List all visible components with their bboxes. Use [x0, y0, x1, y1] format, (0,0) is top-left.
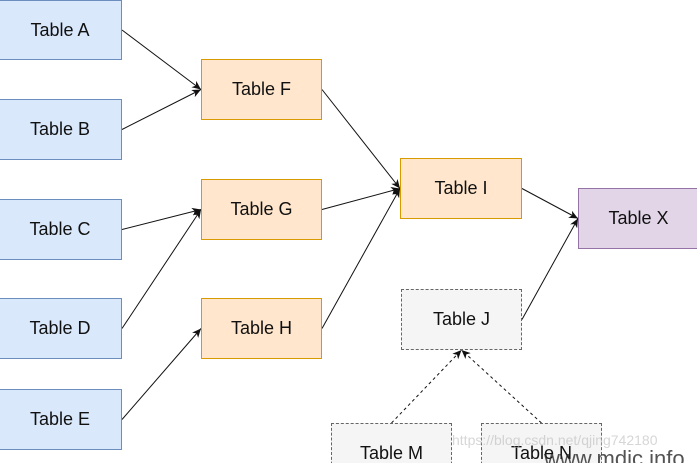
table-x-label: Table X	[608, 208, 669, 228]
table-n-label: Table N	[510, 443, 573, 463]
table-m-label: Table M	[359, 443, 424, 463]
table-g-node[interactable]: Table G	[201, 179, 322, 240]
edge-a-to-f	[121, 29, 202, 90]
table-h-label: Table H	[230, 318, 293, 338]
edge-c-to-g	[121, 207, 202, 230]
table-a-node[interactable]: Table A	[0, 0, 122, 60]
table-b-label: Table B	[29, 119, 91, 139]
edge-h-to-i	[321, 188, 401, 329]
table-a-label: Table A	[30, 19, 90, 40]
table-d-label: Table D	[29, 318, 91, 338]
edge-m-to-j	[391, 349, 462, 424]
table-e-label: Table E	[29, 409, 91, 429]
edge-e-to-h	[121, 328, 202, 420]
table-e-node[interactable]: Table E	[0, 389, 122, 450]
table-j-label: Table J	[432, 309, 491, 329]
table-m-node[interactable]: Table M	[331, 423, 452, 463]
watermark-site: www.mdic.info	[544, 446, 685, 463]
table-i-node[interactable]: Table I	[400, 158, 522, 219]
edge-n-to-j	[461, 349, 542, 424]
edge-f-to-i	[321, 89, 401, 189]
table-g-label: Table G	[230, 199, 293, 219]
watermark-url: https://blog.csdn.net/qjing742180	[452, 432, 658, 448]
table-j-node[interactable]: Table J	[401, 289, 522, 350]
edge-i-to-x	[521, 188, 579, 219]
edge-g-to-i	[321, 186, 401, 210]
table-x-node[interactable]: Table X	[578, 188, 697, 249]
table-f-node[interactable]: Table F	[201, 59, 322, 120]
table-n-node[interactable]: Table N	[481, 423, 602, 463]
edge-j-to-x	[521, 218, 579, 320]
table-h-node[interactable]: Table H	[201, 298, 322, 359]
edge-b-to-f	[121, 89, 202, 130]
table-d-node[interactable]: Table D	[0, 298, 122, 359]
table-i-label: Table I	[434, 178, 488, 198]
edge-d-to-g	[121, 209, 202, 329]
table-b-node[interactable]: Table B	[0, 99, 122, 160]
table-c-node[interactable]: Table C	[0, 199, 122, 260]
table-f-label: Table F	[231, 79, 292, 99]
table-c-label: Table C	[29, 219, 91, 239]
